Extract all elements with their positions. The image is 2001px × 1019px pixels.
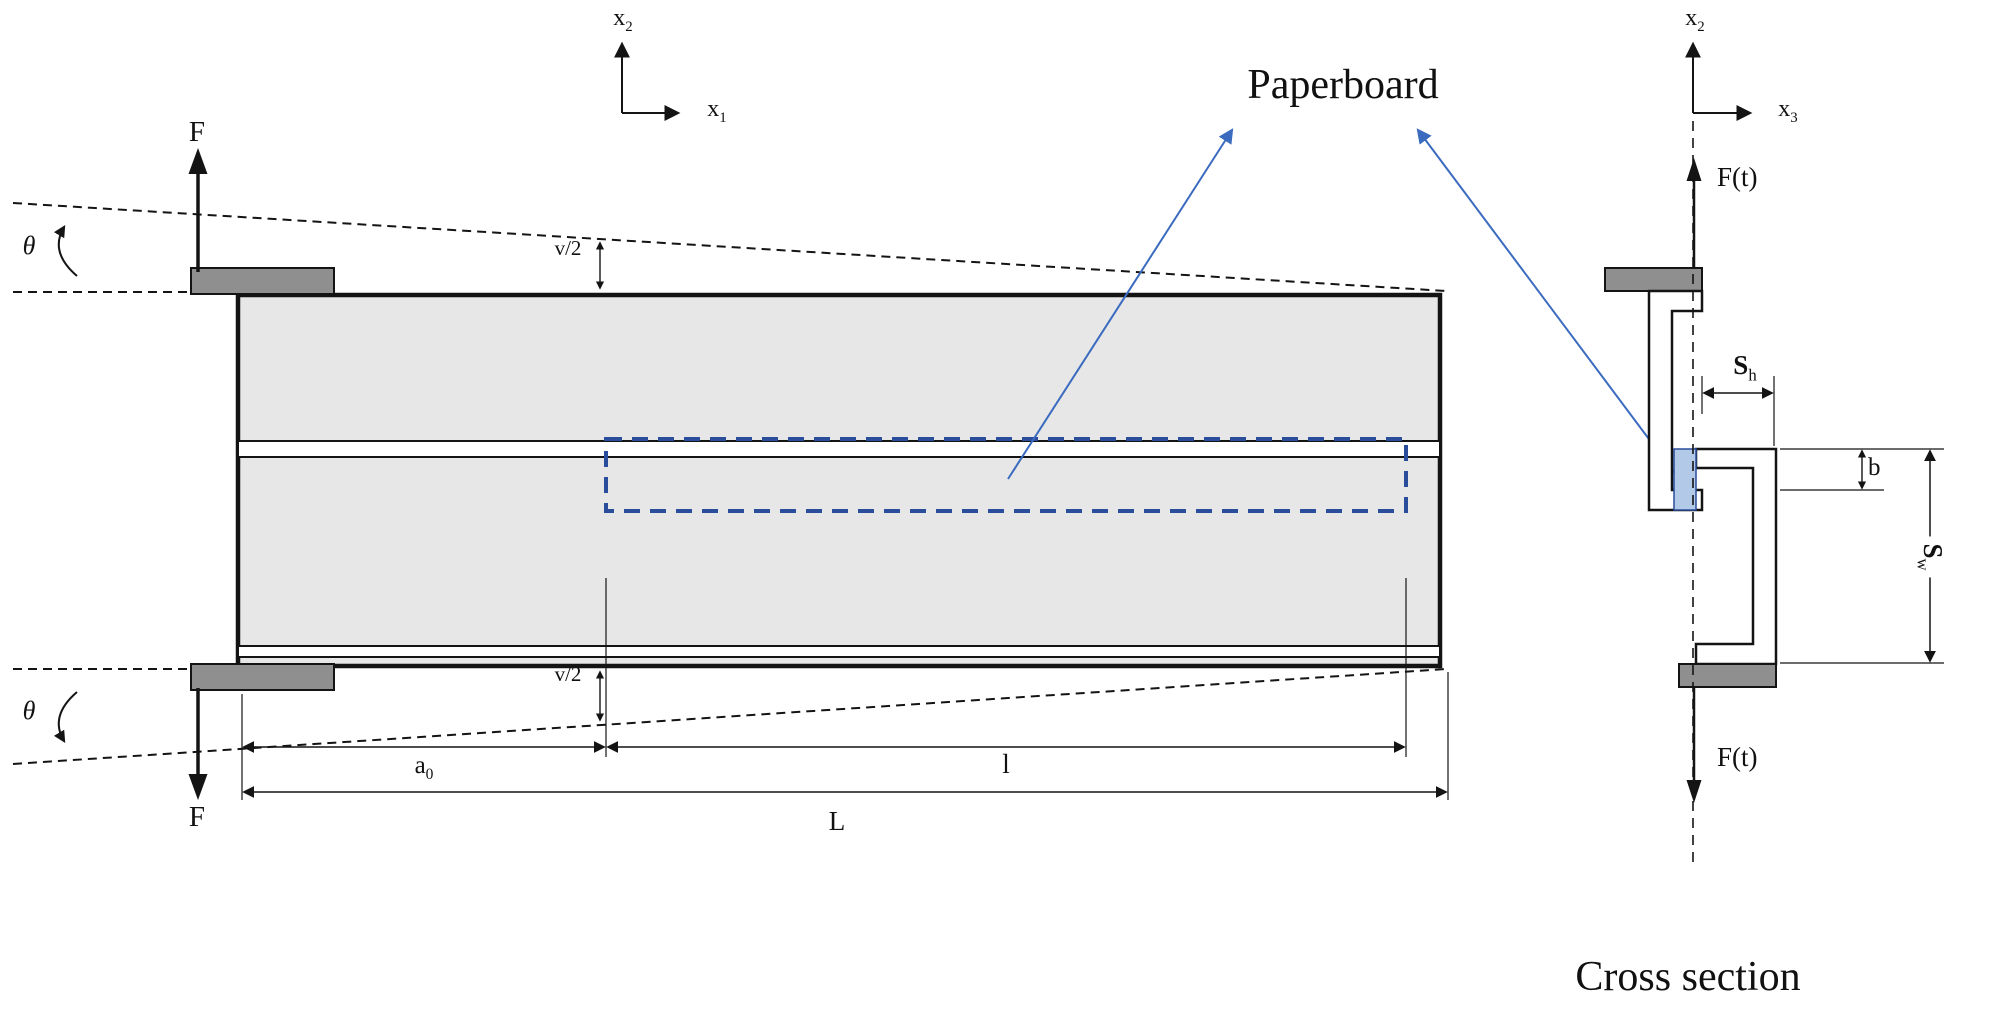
dim-label-sw: Sw [1911, 536, 1949, 578]
dim-label-a0: a0 [414, 752, 434, 783]
bond-line-bottom [237, 645, 1441, 658]
force-label-top: F [188, 116, 206, 148]
theta-arc-bottom [53, 691, 78, 744]
paperboard-leader-left [1007, 128, 1234, 480]
cs-loading-tab-top [1604, 267, 1703, 292]
cross-section-caption: Cross section [1575, 954, 1801, 1000]
dim-label-l: l [1002, 749, 1010, 779]
cs-bottom-channel-profile [1694, 447, 1778, 666]
bond-line-mid [237, 440, 1441, 458]
force-arrow-bottom-head [188, 774, 208, 800]
dim-label-sh: Sh [1733, 350, 1757, 385]
theta-arc-top [53, 224, 78, 277]
v-half-label-top: v/2 [554, 236, 582, 260]
dim-label-b: b [1868, 454, 1881, 481]
axis-label-x2-right: x2 [1685, 5, 1705, 35]
force-label-bottom: F [188, 801, 206, 833]
cs-loading-tab-bottom [1678, 663, 1777, 688]
specimen-body [235, 292, 1443, 669]
v-half-label-bottom: v/2 [554, 662, 582, 686]
paperboard-annotation-label: Paperboard [1247, 62, 1439, 108]
axis-label-x2-left: x2 [613, 5, 633, 35]
force-ft-top-head [1686, 158, 1702, 181]
axis-label-x1-left: x1 [707, 96, 727, 126]
dim-label-L: L [828, 806, 846, 836]
force-ft-bottom-head [1686, 780, 1702, 803]
paperboard-dashed-outline [604, 437, 1408, 513]
force-ft-label-bottom: F(t) [1717, 742, 1758, 772]
force-ft-label-top: F(t) [1717, 162, 1758, 192]
cs-top-channel-profile [1647, 289, 1704, 512]
paperboard-leader-right [1416, 128, 1688, 491]
axis-label-x3-right: x3 [1778, 96, 1798, 126]
loading-tab-bottom [190, 663, 335, 691]
theta-label-bottom: θ [22, 696, 36, 725]
cs-paperboard-layer [1673, 448, 1697, 511]
force-arrow-top-head [188, 148, 208, 174]
theta-label-top: θ [22, 231, 36, 260]
loading-tab-top [190, 267, 335, 295]
